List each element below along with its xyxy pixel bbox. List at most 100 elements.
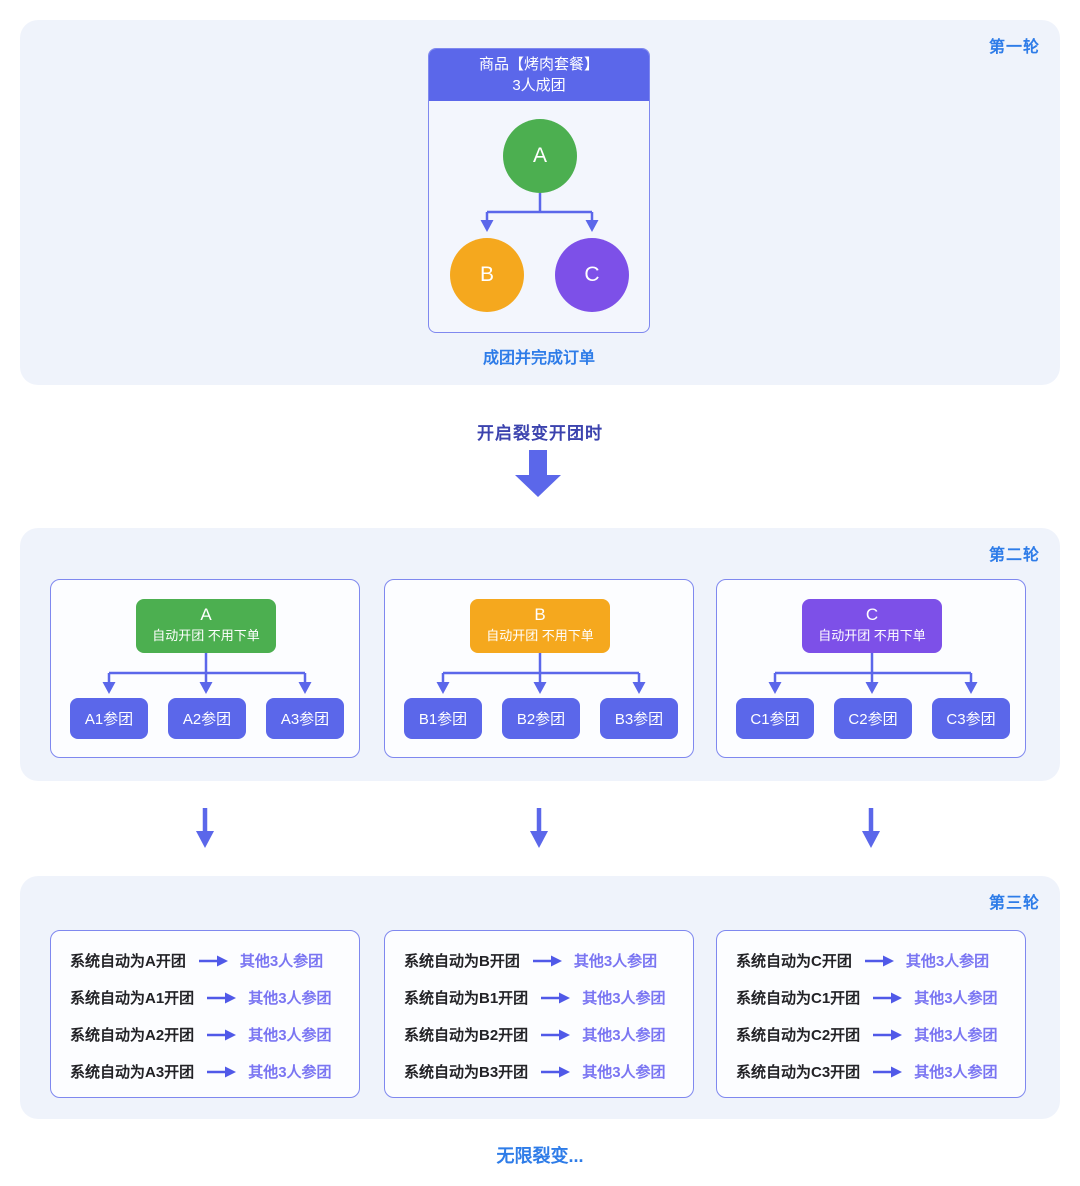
fission-row: 系统自动为C3开团 其他3人参团 — [736, 1053, 1025, 1090]
down-arrow-icon — [196, 831, 214, 848]
leader-subtitle: 自动开团 不用下单 — [818, 628, 926, 643]
leader-letter: B — [534, 605, 546, 624]
fission-row: 系统自动为A开团 其他3人参团 — [70, 942, 359, 979]
fission-row: 系统自动为A2开团 其他3人参团 — [70, 1016, 359, 1053]
fission-row: 系统自动为B3开团 其他3人参团 — [404, 1053, 693, 1090]
join-label: 其他3人参团 — [914, 1027, 998, 1044]
system-open-label: 系统自动为A开团 — [70, 953, 186, 970]
join-label: 其他3人参团 — [582, 1064, 666, 1081]
fission-row: 系统自动为A3开团 其他3人参团 — [70, 1053, 359, 1090]
member-letter: C — [584, 263, 600, 286]
leader-subtitle: 自动开团 不用下单 — [486, 628, 594, 643]
join-label: 其他3人参团 — [248, 1027, 332, 1044]
round2-leader-b: B 自动开团 不用下单 — [470, 599, 610, 653]
system-open-label: 系统自动为A1开团 — [70, 990, 195, 1007]
round2-member-b1: B1参团 — [404, 698, 482, 739]
right-arrow-icon — [864, 955, 894, 966]
fission-row: 系统自动为C1开团 其他3人参团 — [736, 979, 1025, 1016]
join-label: 其他3人参团 — [914, 990, 998, 1007]
system-open-label: 系统自动为A3开团 — [70, 1064, 195, 1081]
leader-letter: C — [865, 605, 879, 624]
down-arrow-icon — [530, 831, 548, 848]
fission-row: 系统自动为B1开团 其他3人参团 — [404, 979, 693, 1016]
round3-card-a: 系统自动为A开团 其他3人参团 系统自动为A1开团 其他3人参团 系统自动为A2… — [50, 930, 360, 1098]
round2-member-a2: A2参团 — [168, 698, 246, 739]
right-arrow-icon — [873, 992, 903, 1003]
down-arrowhead-icon — [632, 682, 646, 694]
down-arrowhead-icon — [298, 682, 312, 694]
down-arrowhead-icon — [533, 682, 547, 694]
round2-card-b: B 自动开团 不用下单 B1参团 B2参团 B3参团 — [384, 579, 694, 758]
down-arrowhead-icon — [585, 220, 599, 232]
member-node-a: A — [503, 119, 577, 193]
right-arrow-icon — [532, 955, 562, 966]
down-arrowhead-icon — [102, 682, 116, 694]
join-label: 其他3人参团 — [239, 953, 324, 970]
join-label: 其他3人参团 — [248, 1064, 332, 1081]
right-arrow-icon — [873, 1029, 903, 1040]
round-transition-arrows — [196, 808, 880, 848]
join-label: 其他3人参团 — [914, 1064, 998, 1081]
round2-member-c1: C1参团 — [736, 698, 814, 739]
round2-leader-c: C 自动开团 不用下单 — [802, 599, 942, 653]
round3-label: 第三轮 — [988, 895, 1040, 912]
round2-label: 第二轮 — [988, 547, 1040, 564]
down-arrowhead-icon — [768, 682, 782, 694]
round2-member-b2: B2参团 — [502, 698, 580, 739]
round2-member-c3: C3参团 — [932, 698, 1010, 739]
round3-card-b: 系统自动为B开团 其他3人参团 系统自动为B1开团 其他3人参团 系统自动为B2… — [384, 930, 694, 1098]
round2-card-c: C 自动开团 不用下单 C1参团 C2参团 C3参团 — [716, 579, 1026, 758]
system-open-label: 系统自动为B1开团 — [404, 990, 529, 1007]
right-arrow-icon — [207, 992, 237, 1003]
leader-subtitle: 自动开团 不用下单 — [152, 628, 260, 643]
member-letter: B — [479, 263, 494, 286]
round2-member-b3: B3参团 — [600, 698, 678, 739]
right-arrow-icon — [541, 992, 571, 1003]
join-label: 其他3人参团 — [582, 1027, 666, 1044]
round1-caption: 成团并完成订单 — [482, 350, 595, 367]
round2-member-a3: A3参团 — [266, 698, 344, 739]
product-title: 商品【烤肉套餐】 — [478, 56, 599, 73]
infinite-fission-label: 无限裂变... — [496, 1146, 584, 1166]
right-arrow-icon — [207, 1029, 237, 1040]
round3-card-c: 系统自动为C开团 其他3人参团 系统自动为C1开团 其他3人参团 系统自动为C2… — [716, 930, 1026, 1098]
system-open-label: 系统自动为B开团 — [404, 953, 520, 970]
leader-letter: A — [200, 605, 212, 624]
big-down-arrow-icon — [529, 450, 547, 475]
right-arrow-icon — [541, 1029, 571, 1040]
system-open-label: 系统自动为A2开团 — [70, 1027, 195, 1044]
member-node-c: C — [555, 238, 629, 312]
join-label: 其他3人参团 — [573, 953, 658, 970]
system-open-label: 系统自动为C2开团 — [736, 1027, 861, 1044]
big-down-arrow-head-icon — [515, 475, 561, 497]
system-open-label: 系统自动为C1开团 — [736, 990, 861, 1007]
round1-card-header: 商品【烤肉套餐】 3人成团 — [429, 49, 649, 101]
system-open-label: 系统自动为C开团 — [736, 953, 852, 970]
down-arrowhead-icon — [199, 682, 213, 694]
round2-leader-a: A 自动开团 不用下单 — [136, 599, 276, 653]
group-size-label: 3人成团 — [512, 77, 566, 94]
fission-row: 系统自动为C2开团 其他3人参团 — [736, 1016, 1025, 1053]
round1-section: 第一轮 商品【烤肉套餐】 3人成团 A B C 成团并完成订单 — [20, 20, 1060, 385]
right-arrow-icon — [541, 1066, 571, 1077]
join-label: 其他3人参团 — [248, 990, 332, 1007]
join-label: 其他3人参团 — [905, 953, 990, 970]
fission-row: 系统自动为B开团 其他3人参团 — [404, 942, 693, 979]
round1-label: 第一轮 — [988, 39, 1040, 56]
down-arrowhead-icon — [964, 682, 978, 694]
right-arrow-icon — [207, 1066, 237, 1077]
down-arrowhead-icon — [865, 682, 879, 694]
right-arrow-icon — [873, 1066, 903, 1077]
round3-section: 第三轮 系统自动为A开团 其他3人参团 系统自动为A1开团 其他3人参团 系统自… — [20, 876, 1060, 1119]
round2-member-c2: C2参团 — [834, 698, 912, 739]
fission-row: 系统自动为B2开团 其他3人参团 — [404, 1016, 693, 1053]
round1-group-card: 商品【烤肉套餐】 3人成团 A B C — [428, 48, 650, 333]
join-label: 其他3人参团 — [582, 990, 666, 1007]
system-open-label: 系统自动为C3开团 — [736, 1064, 861, 1081]
fission-row: 系统自动为C开团 其他3人参团 — [736, 942, 1025, 979]
right-arrow-icon — [198, 955, 228, 966]
down-arrowhead-icon — [480, 220, 494, 232]
round2-card-a: A 自动开团 不用下单 A1参团 A2参团 A3参团 — [50, 579, 360, 758]
down-arrow-icon — [862, 831, 880, 848]
